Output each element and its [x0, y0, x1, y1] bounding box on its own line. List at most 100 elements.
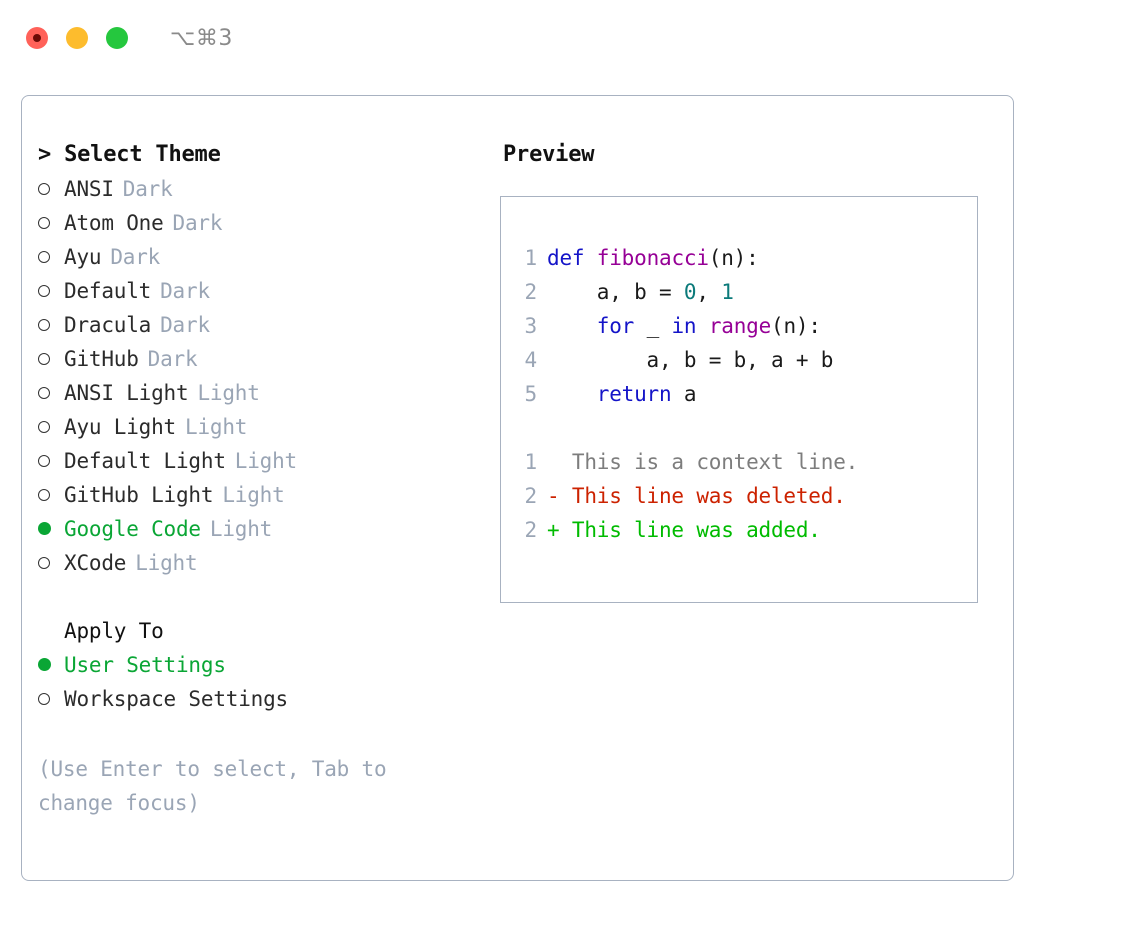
theme-option-label: Ayu: [64, 245, 102, 269]
close-window-icon[interactable]: [26, 27, 48, 49]
radio-unselected-icon[interactable]: [38, 217, 64, 229]
radio-unselected-icon[interactable]: [38, 455, 64, 467]
bullet-shape: [38, 693, 50, 705]
code-token-fn: range: [708, 314, 772, 338]
bullet-shape: [38, 319, 50, 331]
radio-unselected-icon[interactable]: [38, 387, 64, 399]
theme-option-variant: Light: [135, 551, 198, 575]
radio-unselected-icon[interactable]: [38, 251, 64, 263]
theme-option-9[interactable]: GitHub Light Light: [38, 478, 500, 512]
radio-unselected-icon[interactable]: [38, 489, 64, 501]
bullet-shape: [38, 489, 50, 501]
keyboard-hint-text: (Use Enter to select, Tab to change focu…: [38, 757, 387, 815]
theme-option-label: Default Light: [64, 449, 226, 473]
code-token-plain: [547, 314, 597, 338]
radio-unselected-icon[interactable]: [38, 557, 64, 569]
theme-option-3[interactable]: Default Dark: [38, 274, 500, 308]
code-line-number: 4: [524, 348, 538, 372]
title-bar: ⌥⌘3: [0, 0, 1140, 76]
code-line-text: a, b = b, a + b: [547, 343, 977, 377]
theme-option-variant: Light: [222, 483, 285, 507]
diff-line-0: 1 This is a context line.: [501, 445, 977, 479]
code-token-kw: return: [596, 382, 672, 406]
theme-option-variant: Light: [185, 415, 248, 439]
code-line-3: 4 a, b = b, a + b: [501, 343, 977, 377]
diff-sample: 1 This is a context line.2- This line wa…: [501, 445, 977, 547]
bullet-shape: [38, 251, 50, 263]
theme-option-5[interactable]: GitHub Dark: [38, 342, 500, 376]
bullet-shape: [38, 183, 50, 195]
keyboard-shortcut-label: ⌥⌘3: [170, 25, 233, 51]
maximize-window-icon[interactable]: [106, 27, 128, 49]
bullet-shape: [38, 522, 51, 535]
code-line-text: for _ in range(n):: [547, 309, 977, 343]
code-token-kw: in: [671, 314, 697, 338]
code-line-1: 2 a, b = 0, 1: [501, 275, 977, 309]
apply-to-option-1[interactable]: Workspace Settings: [38, 682, 500, 716]
bullet-shape: [38, 658, 51, 671]
radio-unselected-icon[interactable]: [38, 353, 64, 365]
code-token-plain: [547, 382, 597, 406]
diff-line-number: 1: [524, 450, 538, 474]
code-token-num: 0: [683, 280, 697, 304]
select-theme-heading: > Select Theme: [38, 142, 221, 167]
code-line-number: 5: [524, 382, 538, 406]
theme-option-variant: Dark: [160, 279, 210, 303]
theme-option-variant: Light: [197, 381, 260, 405]
apply-to-option-label: User Settings: [64, 653, 226, 677]
code-token-plain: _: [634, 314, 672, 338]
code-token-num: 1: [721, 280, 734, 304]
theme-option-label: Default: [64, 279, 152, 303]
bullet-shape: [38, 387, 50, 399]
code-diff-gap: [501, 411, 977, 445]
theme-option-label: GitHub: [64, 347, 139, 371]
diff-line-1: 2- This line was deleted.: [501, 479, 977, 513]
radio-unselected-icon[interactable]: [38, 285, 64, 297]
bullet-shape: [38, 557, 50, 569]
radio-unselected-icon[interactable]: [38, 421, 64, 433]
bullet-shape: [38, 217, 50, 229]
radio-unselected-icon[interactable]: [38, 183, 64, 195]
diff-line-text-ctx: This is a context line.: [547, 450, 859, 474]
theme-option-variant: Dark: [110, 245, 161, 269]
code-line-number: 3: [524, 314, 538, 338]
radio-unselected-icon[interactable]: [38, 693, 64, 705]
list-spacer: [38, 580, 500, 614]
theme-option-label: ANSI: [64, 177, 114, 201]
theme-option-label: GitHub Light: [64, 483, 214, 507]
theme-option-8[interactable]: Default Light Light: [38, 444, 500, 478]
code-line-number: 1: [524, 246, 538, 270]
theme-option-variant: Light: [234, 449, 297, 473]
apply-to-option-0[interactable]: User Settings: [38, 648, 500, 682]
theme-option-2[interactable]: Ayu Dark: [38, 240, 500, 274]
theme-option-label: Atom One: [64, 211, 164, 235]
theme-option-0[interactable]: ANSI Dark: [38, 172, 500, 206]
diff-line-text-add: + This line was added.: [547, 518, 821, 542]
theme-option-variant: Dark: [147, 347, 198, 371]
code-line-2: 3 for _ in range(n):: [501, 309, 977, 343]
theme-option-variant: Light: [209, 517, 273, 541]
code-token-plain: [584, 246, 596, 270]
traffic-light-group: [26, 27, 128, 49]
radio-selected-icon[interactable]: [38, 658, 64, 671]
radio-selected-icon[interactable]: [38, 522, 64, 535]
theme-option-variant: Dark: [122, 177, 173, 201]
theme-option-variant: Dark: [160, 313, 210, 337]
diff-line-text-del: - This line was deleted.: [547, 484, 846, 508]
radio-unselected-icon[interactable]: [38, 319, 64, 331]
minimize-window-icon[interactable]: [66, 27, 88, 49]
